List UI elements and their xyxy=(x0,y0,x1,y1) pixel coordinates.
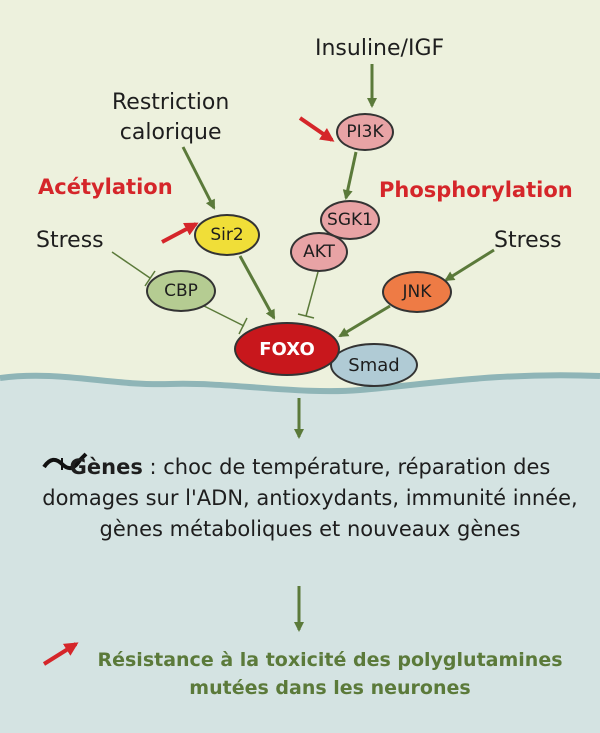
node-smad: Smad xyxy=(330,343,418,387)
genes-title: Gènes xyxy=(69,455,143,479)
arrow-pi3k-sgk1 xyxy=(342,151,358,200)
label-insuline: Insuline/IGF xyxy=(315,36,445,61)
arrow-jnk-foxo xyxy=(338,304,391,338)
arrow-sir2-foxo xyxy=(238,255,276,320)
arrow-restriction-sir2 xyxy=(181,146,216,210)
red-arrow-pi3k xyxy=(298,116,335,142)
node-cbp: CBP xyxy=(146,270,216,312)
inhibit-stress-cbp xyxy=(111,251,151,279)
node-sgk1: SGK1 xyxy=(320,200,380,240)
inhibit-cbp-foxo-bar xyxy=(238,317,248,335)
inhibit-akt-foxo-bar xyxy=(297,313,315,319)
label-restriction: Restriction calorique xyxy=(112,90,230,145)
node-sir2: Sir2 xyxy=(194,214,260,256)
node-foxo: FOXO xyxy=(234,322,340,376)
inhibit-cbp-foxo xyxy=(203,305,245,327)
inhibit-akt-foxo xyxy=(305,271,319,317)
membrane-line xyxy=(0,372,600,395)
red-arrow-result xyxy=(42,642,79,666)
genes-description: Gènes : choc de température, réparation … xyxy=(40,452,580,545)
node-akt: AKT xyxy=(290,232,348,272)
label-acetylation: Acétylation xyxy=(38,175,173,199)
red-arrow-sir2 xyxy=(161,222,199,244)
label-stress-right: Stress xyxy=(494,228,562,253)
result-text: Résistance à la toxicité des polyglutami… xyxy=(97,649,563,699)
node-jnk: JNK xyxy=(382,271,452,313)
node-pi3k: PI3K xyxy=(336,113,394,151)
label-phosphorylation: Phosphorylation xyxy=(379,178,573,202)
genes-text: : choc de température, réparation des do… xyxy=(42,455,578,541)
nucleus-region xyxy=(0,375,600,733)
label-stress-left: Stress xyxy=(36,228,104,253)
inhibit-stress-cbp-bar xyxy=(144,270,156,287)
arrow-stress-jnk xyxy=(444,248,495,282)
